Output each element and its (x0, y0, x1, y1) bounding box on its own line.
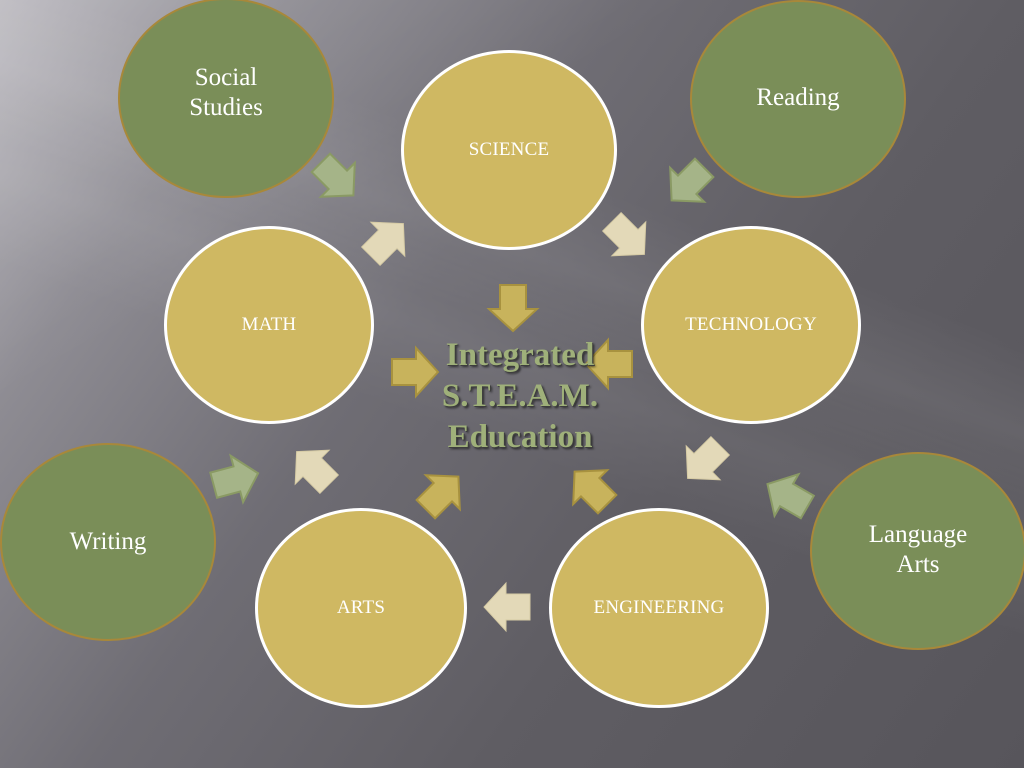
node-language-arts: Language Arts (810, 452, 1024, 650)
center-title: Integrated S.T.E.A.M. Education (380, 335, 660, 458)
node-reading-line1: Reading (756, 83, 840, 111)
node-social-studies: Social Studies (118, 0, 334, 198)
arrow-arts-to-math (279, 434, 347, 502)
node-science-label: SCIENCE (468, 139, 550, 160)
arrow-reading-to-science (653, 149, 723, 219)
arrow-science-to-center (488, 284, 538, 332)
node-language-arts-line2: Arts (896, 551, 940, 578)
node-writing-line1: Writing (69, 528, 147, 555)
arrow-engineering-to-center (556, 453, 626, 523)
arrow-technology-to-engineering (670, 428, 738, 496)
center-title-line3: Education (447, 419, 593, 455)
node-arts: ARTS (255, 508, 467, 708)
node-language-arts-line1: Language (868, 521, 968, 548)
arrow-arts-to-center (407, 458, 477, 528)
node-technology: TECHNOLOGY (641, 226, 861, 424)
center-title-line1: Integrated (445, 337, 595, 373)
node-technology-label: TECHNOLOGY (685, 314, 817, 335)
arrow-math-to-science (353, 206, 421, 274)
arrow-language-arts-to-technology (754, 462, 821, 529)
node-science: SCIENCE (401, 50, 617, 250)
center-title-line2: S.T.E.A.M. (441, 378, 599, 414)
node-engineering: ENGINEERING (549, 508, 769, 708)
arrow-science-to-technology (594, 204, 662, 272)
node-engineering-label: ENGINEERING (593, 597, 725, 618)
node-math: MATH (164, 226, 374, 424)
node-social-studies-line1: Social (194, 64, 258, 91)
arrow-engineering-to-arts (483, 582, 531, 632)
node-arts-label: ARTS (336, 597, 386, 618)
node-writing: Writing (0, 443, 216, 641)
node-math-label: MATH (241, 314, 297, 335)
arrow-writing-to-math (206, 449, 266, 510)
node-reading: Reading (690, 0, 906, 198)
node-social-studies-line2: Studies (189, 94, 263, 121)
